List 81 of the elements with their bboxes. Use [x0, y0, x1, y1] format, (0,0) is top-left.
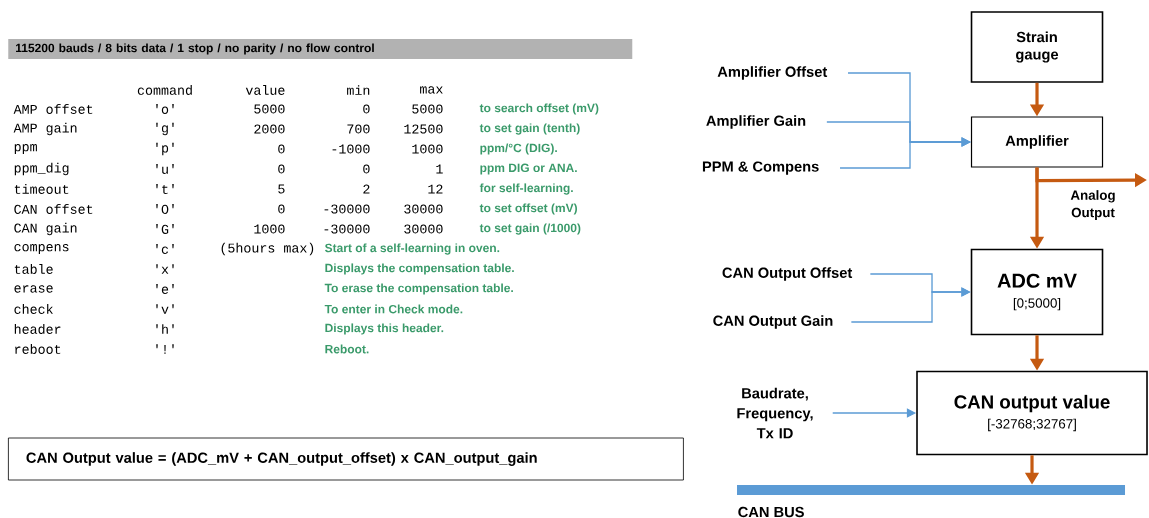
- description-text: Displays the compensation table.: [325, 263, 514, 275]
- input-label: CAN Output Offset: [722, 267, 853, 281]
- command-key: 'o': [156, 104, 174, 114]
- max-value: 1: [436, 164, 443, 174]
- column-header: max: [420, 86, 443, 94]
- header-band: 115200 bauds / 8 bits data / 1 stop / no parity / no flow control: [8, 38, 633, 60]
- parameter-name: AMP gain: [13, 122, 77, 136]
- command-key: 'u': [156, 164, 174, 174]
- input-label: Baudrate, Frequency, Tx ID: [737, 387, 813, 439]
- max-value: 12: [428, 184, 443, 194]
- column-header: min: [347, 85, 370, 95]
- arrow: [839, 137, 971, 169]
- command-key: 'c': [156, 244, 174, 254]
- process-box: Strain gauge: [970, 11, 1104, 83]
- parameter-name: check: [14, 304, 53, 314]
- description-text: To erase the compensation table.: [324, 283, 513, 295]
- max-value: 30000: [404, 204, 443, 214]
- parameter-name: ppm: [14, 144, 37, 154]
- parameter-name: reboot: [15, 344, 61, 354]
- parameter-name: CAN offset: [14, 204, 93, 214]
- parameter-name: header: [14, 324, 61, 334]
- formula-box: CAN Output value = (ADC_mV + CAN_output_offset) x CAN_output_gain: [8, 437, 684, 481]
- input-label: Amplifier Offset: [717, 66, 828, 80]
- description-text: ppm/°C (DIG).: [480, 143, 557, 155]
- parameter-name: AMP offset: [13, 104, 93, 114]
- default-value: 5000: [254, 104, 285, 114]
- description-text: Start of a self-learning in oven.: [324, 243, 500, 255]
- max-value: 5000: [412, 104, 443, 114]
- command-key: 'g': [156, 122, 174, 136]
- process-box: Amplifier: [970, 116, 1104, 168]
- max-value: 1000: [412, 144, 443, 154]
- process-box: ADC mV [0;5000]: [970, 248, 1104, 336]
- column-header: value: [245, 85, 285, 95]
- command-key: 'v': [156, 304, 174, 314]
- input-label: Amplifier Gain: [706, 115, 806, 129]
- default-value: 2000: [254, 124, 285, 134]
- description-text: To enter in Check mode.: [324, 304, 463, 314]
- command-key: 'x': [156, 264, 174, 274]
- min-value: 700: [347, 124, 370, 134]
- parameter-name: timeout: [14, 184, 69, 194]
- column-header: command: [137, 85, 192, 95]
- parameter-name: CAN gain: [14, 222, 77, 236]
- description-text: to set gain (tenth): [479, 123, 580, 135]
- command-key: '!': [156, 344, 174, 354]
- default-value: 0: [278, 144, 285, 154]
- bus-bar: [737, 485, 1125, 495]
- min-value: 0: [363, 104, 370, 114]
- command-key: 'p': [156, 142, 174, 156]
- description-text: to search offset (mV): [479, 103, 599, 115]
- min-value: 2: [363, 184, 370, 194]
- max-value: 30000: [404, 224, 443, 234]
- command-key: 'e': [156, 284, 174, 294]
- description-text: ppm DIG or ANA.: [480, 163, 577, 175]
- description-text: for self-learning.: [479, 183, 573, 195]
- edge-label: Analog Output: [1061, 188, 1125, 222]
- bus-label: CAN BUS: [738, 506, 804, 518]
- command-key: 'h': [156, 324, 174, 334]
- input-label: PPM & Compens: [702, 161, 819, 175]
- parameter-name: erase: [14, 285, 53, 293]
- min-value: -30000: [324, 224, 370, 234]
- description-text: to set gain (/1000): [479, 223, 581, 235]
- description-text: to set offset (mV): [479, 203, 577, 215]
- process-box: CAN output value [-32768;32767]: [916, 370, 1148, 456]
- input-label: CAN Output Gain: [713, 315, 833, 329]
- duration-note: (5hours max): [221, 242, 314, 256]
- description-text: Displays this header.: [325, 323, 444, 335]
- default-value: 5: [278, 184, 285, 194]
- default-value: 0: [278, 204, 285, 214]
- command-key: 'O': [156, 204, 174, 214]
- description-text: Reboot.: [325, 344, 369, 354]
- parameter-name: table: [14, 264, 53, 274]
- min-value: -30000: [324, 204, 370, 214]
- max-value: 12500: [404, 124, 443, 134]
- parameter-name: ppm_dig: [14, 162, 69, 176]
- command-key: 'G': [156, 224, 174, 234]
- parameter-name: compens: [14, 244, 69, 254]
- default-value: 1000: [254, 224, 285, 234]
- default-value: 0: [278, 164, 285, 174]
- command-key: 't': [156, 184, 174, 194]
- min-value: 0: [363, 164, 370, 174]
- min-value: -1000: [332, 144, 370, 154]
